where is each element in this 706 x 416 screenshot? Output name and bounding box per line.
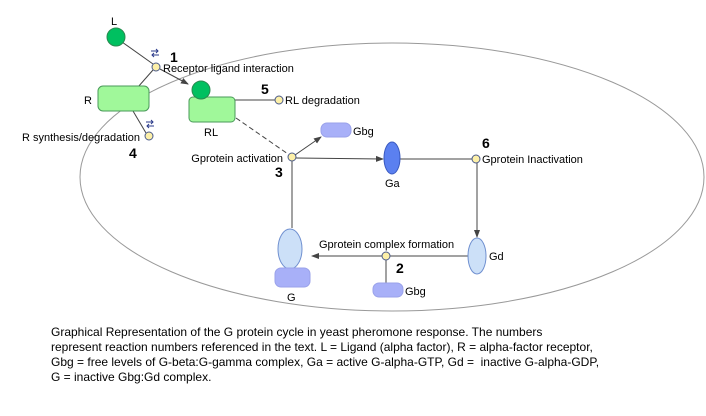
reaction-3-number: 3 — [275, 164, 283, 180]
caption-line: Gbg = free levels of G-beta:G-gamma comp… — [51, 355, 600, 369]
reaction-3-node[interactable] — [287, 152, 297, 162]
reaction-1-number: 1 — [170, 49, 178, 65]
reaction-1-label: Receptor ligand interaction — [163, 63, 294, 75]
species-R[interactable] — [97, 85, 150, 112]
reaction-6-number: 6 — [482, 135, 490, 151]
label-RL: RL — [204, 127, 218, 139]
reaction-1-node[interactable] — [151, 62, 161, 72]
edge-R-r1 — [137, 69, 154, 88]
reaction-6-node[interactable] — [471, 154, 481, 164]
reaction-5-label: RL degradation — [285, 95, 360, 107]
label-R: R — [84, 95, 92, 107]
edge-r1-RL — [159, 68, 189, 85]
reaction-5-node[interactable] — [274, 95, 284, 105]
edge-r3-Gbg — [294, 136, 322, 156]
reaction-3-label: Gprotein activation — [191, 153, 283, 165]
reaction-2-node[interactable] — [381, 251, 391, 261]
caption-line: Graphical Representation of the G protei… — [51, 325, 543, 339]
species-RL[interactable] — [188, 96, 236, 123]
reaction-2-number: 2 — [396, 260, 404, 276]
caption-line: G = inactive Gbg:Gd complex. — [51, 370, 212, 384]
species-G-betagamma[interactable] — [274, 267, 311, 288]
species-Gd[interactable] — [467, 237, 487, 275]
reaction-4-node[interactable] — [144, 131, 154, 141]
reaction-2-label: Gprotein complex formation — [319, 239, 454, 251]
edge-RL-r3 — [235, 117, 289, 155]
reaction-5-number: 5 — [261, 81, 269, 97]
reaction-6-label: Gprotein Inactivation — [482, 154, 583, 166]
edge-L-r1 — [121, 41, 154, 65]
caption-line: represent reaction numbers referenced in… — [51, 340, 593, 354]
label-Gbg-top: Gbg — [353, 126, 374, 138]
species-Ga[interactable] — [383, 141, 401, 175]
label-Ga: Ga — [385, 178, 401, 190]
reaction-4-label: R synthesis/degradation — [22, 132, 140, 144]
label-G: G — [287, 292, 296, 304]
cell-membrane — [79, 42, 705, 312]
label-L: L — [111, 16, 117, 28]
species-L[interactable] — [106, 27, 126, 47]
species-Gbg-top[interactable] — [320, 122, 352, 138]
label-Gbg-bottom: Gbg — [405, 286, 426, 298]
reversible-icon — [146, 119, 154, 129]
species-G-alpha[interactable] — [277, 228, 303, 270]
species-Gbg-bottom[interactable] — [372, 282, 404, 298]
reaction-4-number: 4 — [129, 145, 137, 161]
figure-caption: Graphical Representation of the G protei… — [51, 325, 691, 385]
edge-R-r4 — [132, 110, 147, 134]
edge-r3-Ga — [295, 155, 384, 162]
species-RL-ligand — [191, 80, 211, 100]
reversible-icon — [151, 48, 159, 58]
label-Gd: Gd — [489, 251, 504, 263]
